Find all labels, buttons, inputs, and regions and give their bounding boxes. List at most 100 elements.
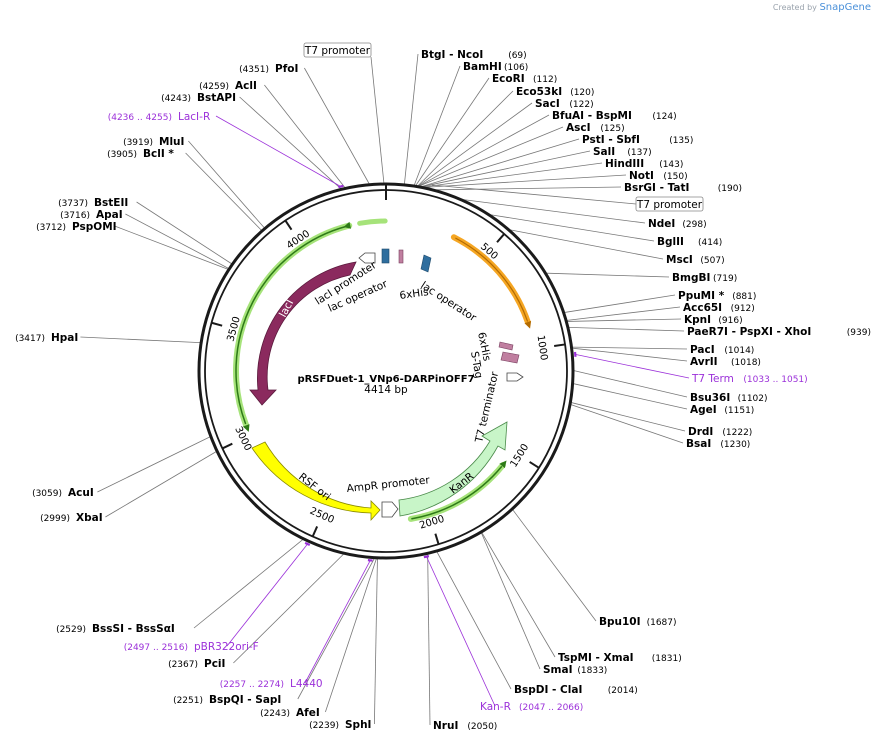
site-asci[interactable]: AscI(125) — [566, 122, 625, 134]
leader-left-9 — [97, 436, 211, 493]
site-kpni[interactable]: KpnI(916) — [684, 314, 743, 326]
site-position: (2243) — [260, 709, 290, 719]
site-name: SacI — [535, 98, 560, 110]
site-acui[interactable]: (3059)AcuI — [32, 487, 94, 499]
site-mlui[interactable]: (3919)MluI — [123, 136, 184, 148]
site-bamhi[interactable]: BamHI(106) — [463, 61, 528, 73]
site-bfuai[interactable]: BfuAI - BspMI(124) — [552, 110, 677, 122]
site-avrii[interactable]: AvrII(1018) — [690, 356, 761, 368]
site-bsteii[interactable]: (3737)BstEII — [58, 197, 128, 209]
site-bcli[interactable]: (3905)BclI * — [107, 148, 174, 160]
site-ndei[interactable]: NdeI(298) — [648, 218, 707, 230]
leader-left-7 — [114, 225, 229, 270]
site-name: PaeR7I - PspXI - XhoI — [687, 326, 811, 338]
feature-6xhis-top-label: 6xHis — [399, 286, 430, 302]
site-noti[interactable]: NotI(150) — [629, 170, 688, 182]
site-pfoi[interactable]: (4351)PfoI — [239, 63, 298, 75]
site-eco53ki[interactable]: Eco53kI(120) — [516, 86, 594, 98]
site-tspmi[interactable]: TspMI - XmaI(1831) — [558, 652, 682, 664]
site-bspqi[interactable]: (2251)BspQI - SapI — [173, 694, 281, 706]
leader-13 — [490, 214, 655, 242]
site-hindiii[interactable]: HindIII(143) — [605, 158, 683, 170]
leader-4 — [418, 102, 533, 187]
site-bsai[interactable]: BsaI(1230) — [686, 438, 750, 450]
site-bpu10i[interactable]: Bpu10I(1687) — [599, 616, 677, 628]
site-agei[interactable]: AgeI (1151) — [690, 404, 754, 416]
site-bglii[interactable]: BglII(414) — [657, 236, 722, 248]
leader-left-8 — [80, 336, 201, 344]
site-pcii[interactable]: (2367)PciI — [168, 658, 225, 670]
leader-23 — [573, 383, 688, 410]
site-apai[interactable]: (3716)ApaI — [60, 209, 123, 221]
site-acli[interactable]: (4259)AclI — [199, 80, 257, 92]
site-name: AvrII — [690, 356, 718, 368]
plasmid-length: 4414 bp — [364, 384, 408, 396]
site-name: PspOMI — [72, 221, 117, 233]
site-saci[interactable]: SacI(122) — [535, 98, 594, 110]
primer-mark-kan-r — [423, 555, 430, 559]
primer-lacir[interactable]: LacI-R(4236 .. 4255) — [108, 111, 211, 123]
site-position: (4243) — [161, 94, 191, 104]
site-pspomi[interactable]: (3712)PspOMI — [36, 221, 117, 233]
tick-mark-2000 — [434, 533, 440, 545]
site-psti[interactable]: PstI - SbfI(135) — [582, 134, 693, 146]
site-ppumi[interactable]: PpuMI *(881) — [678, 290, 756, 302]
leader-primer-3 — [304, 560, 371, 684]
primer-t7term[interactable]: T7 Term(1033 .. 1051) — [691, 373, 808, 385]
site-name: BglII — [657, 236, 684, 248]
leader-0 — [404, 53, 419, 184]
primer-pbr322orif[interactable]: pBR322ori-F(2497 .. 2516) — [124, 641, 259, 653]
site-name: NruI — [433, 720, 458, 732]
leader-20 — [572, 346, 688, 350]
site-hpai[interactable]: (3417)HpaI — [15, 332, 78, 344]
site-bstapi[interactable]: (4243)BstAPI — [161, 92, 236, 104]
site-position: (2239) — [309, 721, 339, 731]
feature-6xhis-right-label: 6xHis — [475, 331, 493, 362]
site-xbai[interactable]: (2999)XbaI — [40, 512, 103, 524]
site-position: (4259) — [199, 82, 229, 92]
site-name: Eco53kI — [516, 86, 562, 98]
site-btgi[interactable]: BtgI - NcoI(69) — [421, 49, 527, 61]
leader-1 — [413, 65, 461, 186]
leader-primer-1 — [575, 353, 690, 379]
leader-left-3 — [188, 140, 265, 229]
site-name: AscI — [566, 122, 591, 134]
site-bspdi[interactable]: BspDI - ClaI(2014) — [514, 684, 638, 696]
site-position: (106) — [504, 63, 528, 73]
site-sali[interactable]: SalI(137) — [593, 146, 652, 158]
site-position: (1831) — [652, 654, 682, 664]
site-drdi[interactable]: DrdI(1222) — [688, 426, 752, 438]
site-bmgbi[interactable]: BmgBI(719) — [672, 272, 737, 284]
leader-16 — [564, 294, 676, 313]
site-position: (2251) — [173, 696, 203, 706]
primer-l4440[interactable]: L4440(2257 .. 2274) — [220, 678, 323, 690]
leader-left-15 — [374, 558, 378, 725]
tick-mark-2500 — [311, 526, 319, 537]
orf-right-line — [455, 237, 529, 322]
leader-12 — [463, 199, 646, 224]
site-paer7i[interactable]: PaeR7I - PspXI - XhoI(939) — [687, 326, 871, 338]
site-bsrgi[interactable]: BsrGI - TatI(190) — [624, 182, 742, 194]
site-smai[interactable]: SmaI(1833) — [543, 664, 607, 676]
site-bsssi[interactable]: (2529)BssSI - BssSαI — [56, 623, 175, 635]
site-name: PacI — [690, 344, 715, 356]
site-bsu36i[interactable]: Bsu36I(1102) — [690, 392, 768, 404]
site-ecori[interactable]: EcoRI(112) — [492, 73, 557, 85]
orf-top-arrowhead — [343, 221, 352, 229]
primer-kanr[interactable]: Kan-R(2047 .. 2066) — [480, 701, 583, 713]
site-position: (1151) — [724, 406, 754, 416]
site-sphi[interactable]: (2239)SphI — [309, 719, 371, 731]
orf-top-glow — [357, 218, 388, 226]
site-msci[interactable]: MscI(507) — [666, 254, 725, 266]
primer-range: (2497 .. 2516) — [124, 643, 188, 653]
primer-range: (2257 .. 2274) — [220, 680, 284, 690]
site-afei[interactable]: (2243)AfeI — [260, 707, 320, 719]
site-name: XbaI — [76, 512, 103, 524]
site-paci[interactable]: PacI(1014) — [690, 344, 754, 356]
site-nrui[interactable]: NruI(2050) — [433, 720, 497, 732]
site-acc65i[interactable]: Acc65I(912) — [683, 302, 755, 314]
feature-laci — [249, 261, 357, 406]
site-position: (4351) — [239, 65, 269, 75]
t7-promoter-box-top: T7 promoter — [303, 42, 372, 58]
site-name: AgeI — [690, 404, 717, 416]
